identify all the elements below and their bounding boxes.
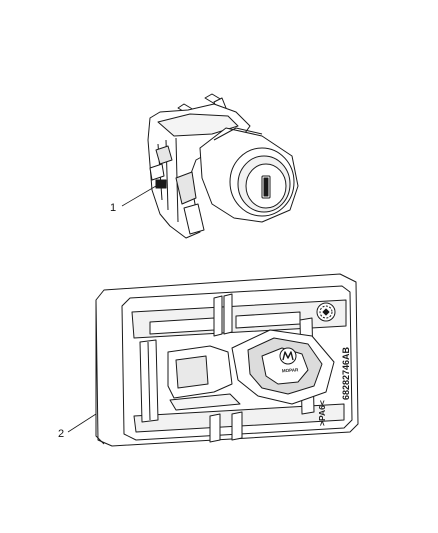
callout-1-leader — [121, 185, 157, 207]
brand-marking: MOPAR — [282, 367, 299, 373]
callout-number-1: 1 — [110, 202, 117, 214]
bezel-part — [95, 273, 359, 447]
callout-2-leader — [67, 413, 97, 433]
callout-number-2: 2 — [58, 428, 65, 440]
part-number-marking: 68282746AB — [341, 346, 351, 400]
ignition-switch-part — [147, 93, 299, 239]
material-marking: >PA6< — [317, 400, 327, 426]
